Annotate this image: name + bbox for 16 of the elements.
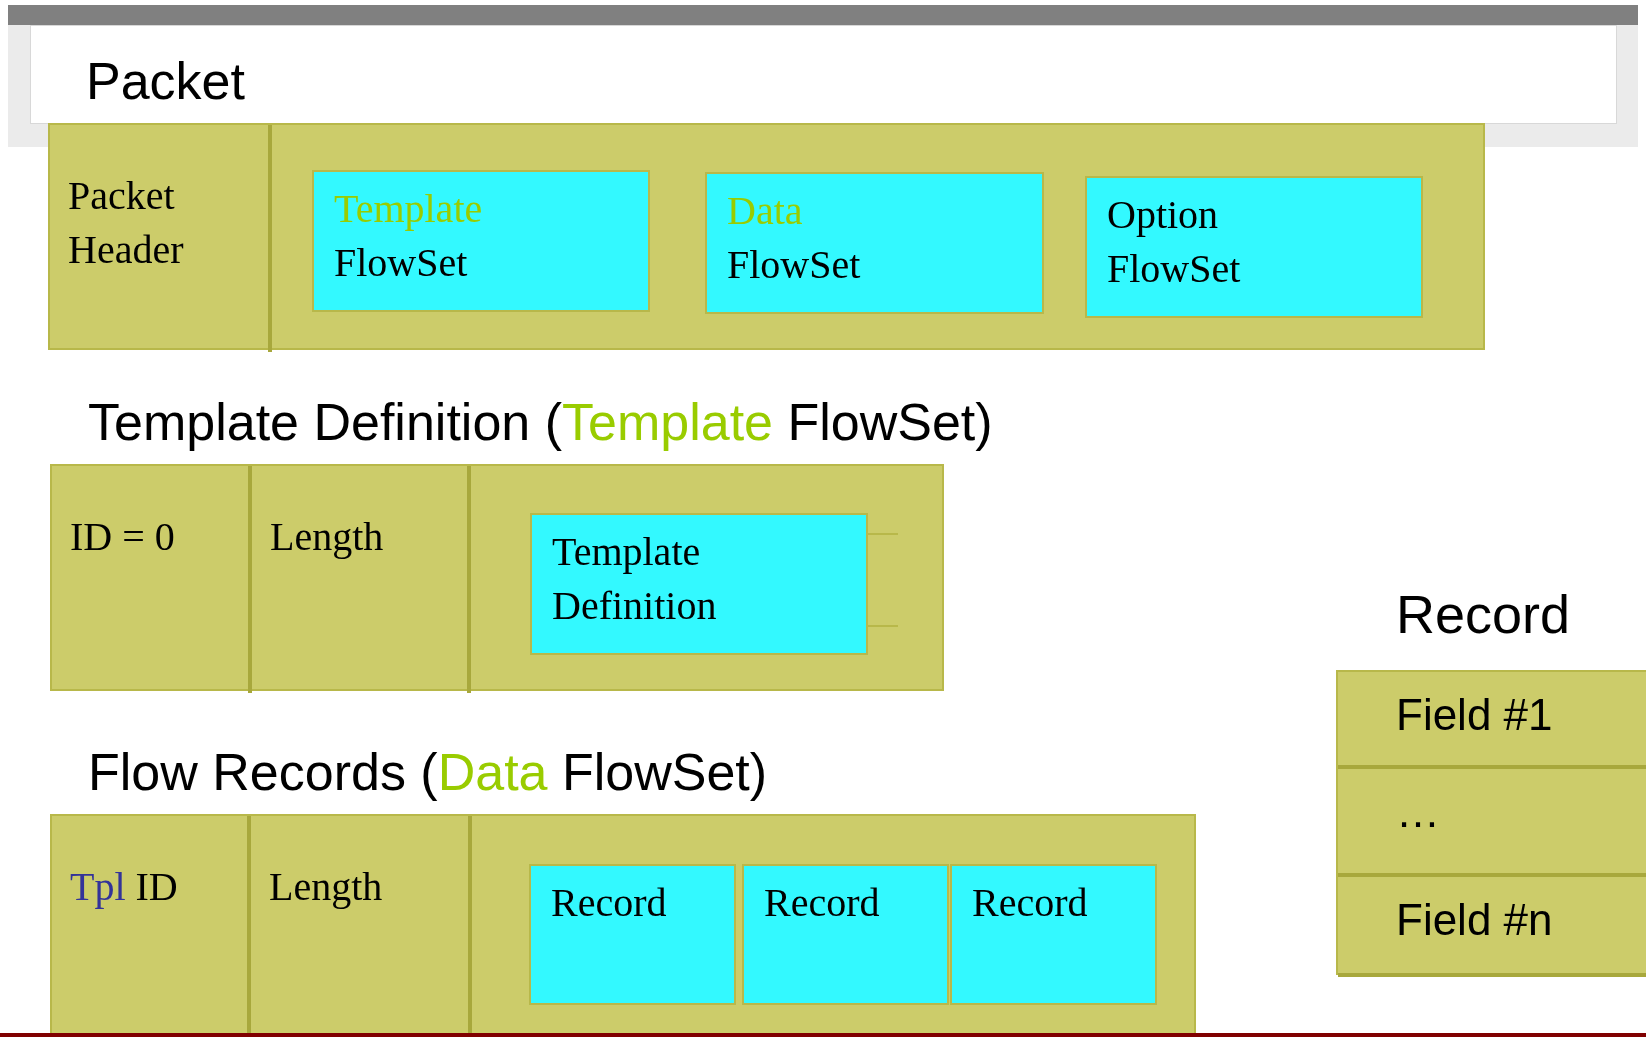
field-row: Field #1 xyxy=(1338,672,1646,769)
section-heading: Flow Records (Data FlowSet) xyxy=(88,742,768,802)
section-heading: Packet xyxy=(86,51,245,111)
section-heading: Record xyxy=(1396,584,1571,644)
header-cell: Packet Header xyxy=(50,125,272,352)
field-row: … xyxy=(1338,769,1646,877)
flowset-box: Option FlowSet xyxy=(1085,176,1423,318)
length-cell: Length xyxy=(252,466,471,693)
field-row: Field #n xyxy=(1338,877,1646,977)
record-box: Record xyxy=(529,864,736,1005)
flowset-box: Data FlowSet xyxy=(705,172,1044,314)
section-heading: Template Definition (Template FlowSet) xyxy=(88,392,993,452)
record-box: Record xyxy=(950,864,1157,1005)
id-cell: ID = 0 xyxy=(52,466,252,693)
record-box: Record xyxy=(742,864,949,1005)
flowset-box: Template FlowSet xyxy=(312,170,650,312)
